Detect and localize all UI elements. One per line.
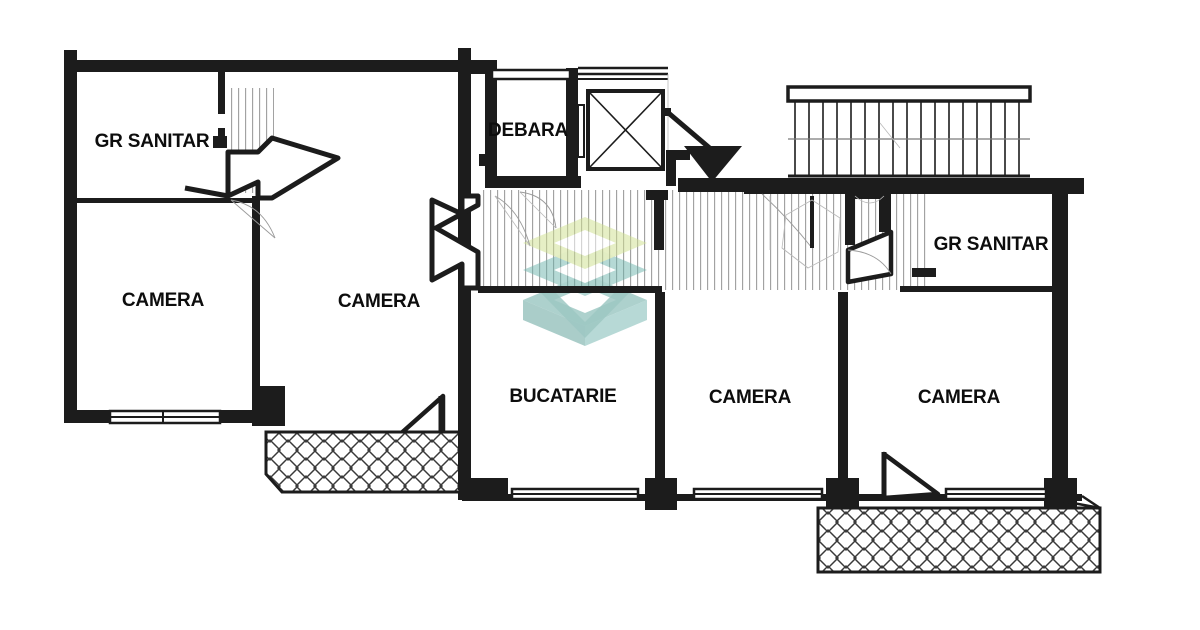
room-label-camera-3: CAMERA [709, 387, 792, 408]
column-left-bottom [252, 386, 285, 426]
window-bottom-camera3 [692, 487, 824, 501]
room-label-camera-4: CAMERA [918, 387, 1001, 408]
right-unit-interior-partitions [478, 190, 1052, 293]
door-debara [519, 191, 557, 229]
window-bottom-kitchen [510, 487, 640, 501]
debara-walls [471, 60, 581, 188]
room-label-debara: DEBARA [488, 120, 569, 141]
balcony-hatched-right [816, 494, 1102, 574]
window-bottom-camera4 [944, 487, 1048, 501]
debara-top-glazing [490, 68, 572, 81]
room-label-gr-sanitar-left: GR SANITAR [95, 131, 210, 152]
hallway-floor-decoration [781, 199, 841, 269]
left-door-symbols [184, 135, 341, 239]
room-label-bucatarie: BUCATARIE [509, 386, 616, 407]
door-right-bath [845, 195, 894, 285]
stacked-layers-logo-watermark [523, 217, 647, 346]
door-camera4-bottom [881, 451, 941, 501]
room-label-camera-2: CAMERA [338, 291, 421, 312]
terrace-railing-top-right [786, 85, 1032, 178]
balcony-hatched-left [264, 430, 462, 494]
room-label-gr-sanitar-right: GR SANITAR [934, 234, 1049, 255]
door-hall-right [761, 193, 814, 250]
kitchen-and-rooms-partitions [458, 292, 848, 490]
left-unit-interior-partitions [77, 196, 260, 386]
left-bath-door-jambs [213, 72, 227, 148]
right-unit-exterior-walls [678, 178, 1084, 498]
room-label-camera-1: CAMERA [122, 290, 205, 311]
window-bottom-left [108, 409, 222, 425]
door-hall-left [429, 193, 531, 291]
entrance-direction-arrow [663, 108, 742, 186]
ventilation-shaft-crossed-square [577, 66, 669, 186]
